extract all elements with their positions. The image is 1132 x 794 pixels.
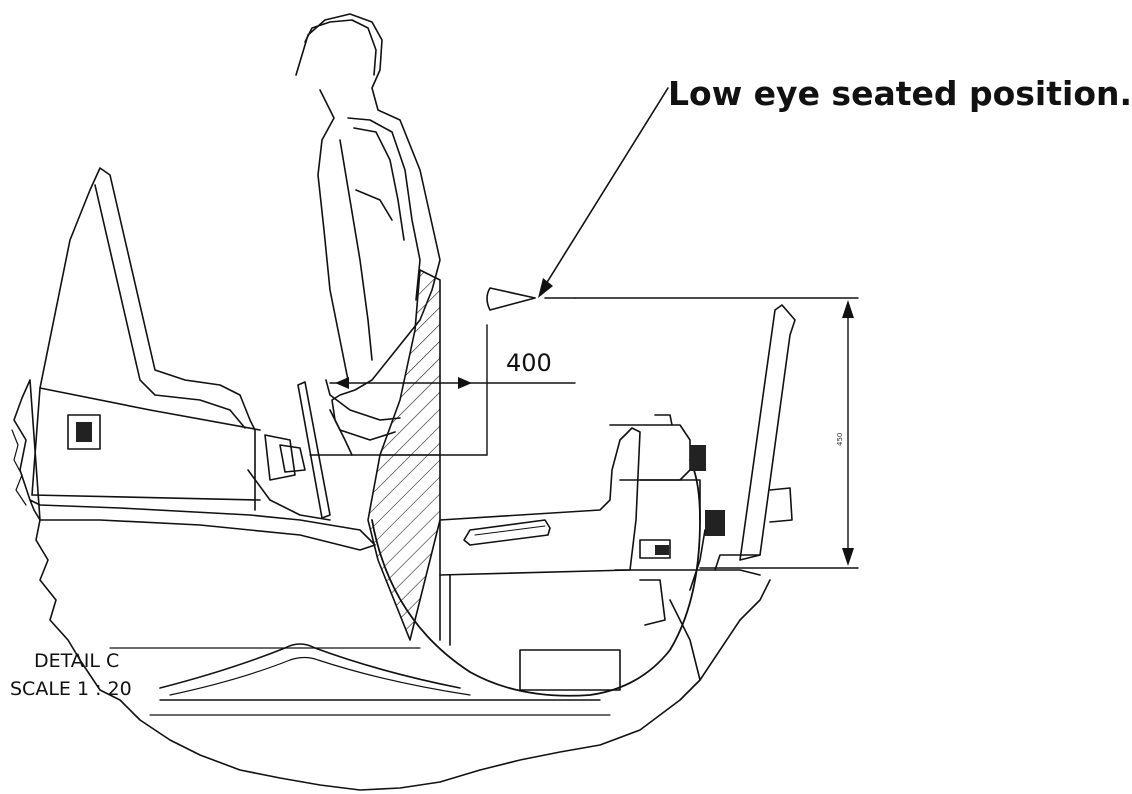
- detail-title: DETAIL C: [34, 650, 120, 672]
- human-figure: [295, 13, 441, 456]
- front-seat: [439, 427, 641, 576]
- right-post: [739, 304, 796, 561]
- dimension-400-label: 400: [506, 349, 552, 377]
- detail-scale: SCALE 1 : 20: [10, 678, 132, 700]
- detail-boundary-left: [13, 379, 771, 791]
- callout-leader: [540, 87, 669, 293]
- rear-backrest: [31, 167, 256, 511]
- control-box: [67, 414, 101, 450]
- dimension-vertical-label: 450: [836, 432, 844, 446]
- steering-column: [297, 381, 331, 519]
- eye-marker: [486, 287, 536, 311]
- callout-text: Low eye seated position.: [668, 74, 1132, 113]
